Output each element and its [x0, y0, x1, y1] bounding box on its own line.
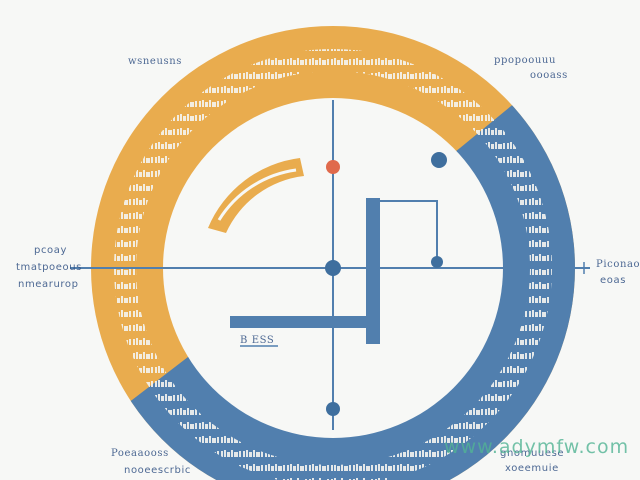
- label-left-line3: nmearurop: [18, 279, 79, 290]
- bracket-node: [431, 256, 443, 268]
- label-bottom-left-line1: Poeaaooss: [111, 448, 169, 459]
- red-node: [326, 160, 340, 174]
- label-top-left: wsneusns: [128, 56, 182, 67]
- label-left-line1: pcoay: [34, 245, 68, 256]
- center-node: [325, 260, 341, 276]
- blue-horizontal-bar: [230, 316, 380, 328]
- blue-bracket-line: [371, 200, 438, 262]
- label-left-line2: tmatpoeous: [16, 262, 82, 273]
- label-bottom-right-line2: xoeemuie: [505, 463, 559, 474]
- label-top-right-line2: oooass: [530, 70, 568, 81]
- label-center-small: B ESS: [240, 335, 275, 346]
- label-right-line1: Piconao: [596, 259, 640, 270]
- upper-right-node: [431, 152, 447, 168]
- bottom-node: [326, 402, 340, 416]
- orange-arc-band: [208, 158, 304, 233]
- label-top-right-line1: ppopoouuu: [494, 55, 556, 66]
- label-bottom-right-line1: gnomuuese: [500, 448, 565, 459]
- orange-arc-inner-line: [217, 168, 297, 221]
- label-right-line2: eoas: [600, 275, 627, 286]
- label-bottom-left-line2: nooeescrbic: [124, 465, 191, 476]
- blue-vertical-bar: [366, 198, 380, 344]
- watermark: www.adymfw.com: [444, 436, 630, 458]
